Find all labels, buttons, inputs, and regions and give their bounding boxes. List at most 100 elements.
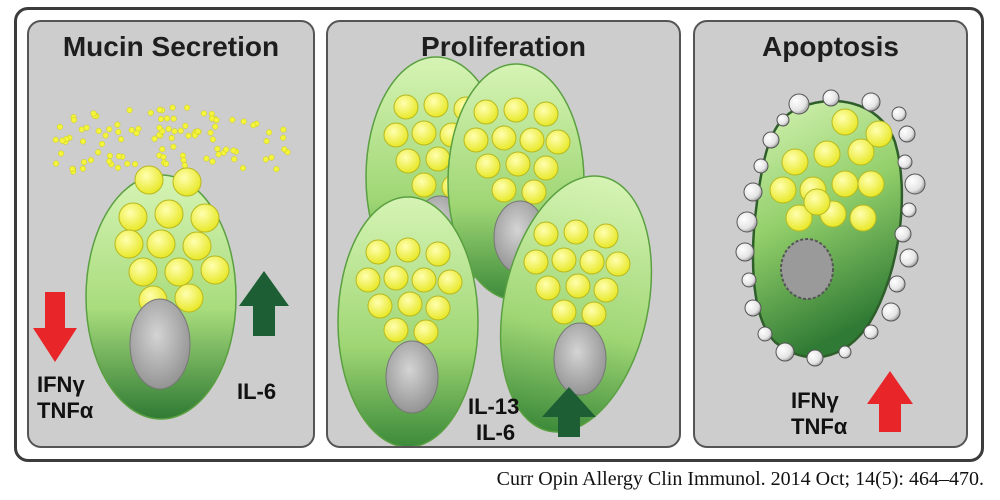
mucin-dot	[203, 155, 210, 162]
granules	[769, 108, 893, 232]
mucin-dot	[223, 146, 230, 153]
proliferating-cells-illustration	[337, 56, 653, 446]
green-up-arrow-icon	[542, 387, 596, 437]
membrane-bleb	[736, 211, 758, 233]
mucin-dot	[194, 128, 201, 135]
membrane-bleb	[904, 173, 926, 195]
mucin-dot	[200, 110, 207, 117]
mucin-dot	[266, 129, 273, 136]
mucin-dot	[160, 153, 167, 161]
granule	[365, 239, 391, 265]
granule	[781, 148, 809, 176]
mucin-dot	[118, 136, 125, 143]
mucin-granule	[114, 229, 144, 259]
granule	[769, 176, 797, 204]
granule	[551, 247, 577, 273]
granule	[395, 148, 421, 174]
mucin-dot	[87, 157, 94, 164]
membrane-blebs	[735, 89, 926, 367]
mucin-dot	[268, 154, 275, 161]
mucin-dot	[132, 161, 139, 168]
mucin-granule	[118, 202, 148, 232]
mucin-dot	[79, 138, 87, 145]
mucin-dot	[56, 123, 63, 130]
mucin-granules	[114, 165, 230, 315]
mucin-dot	[273, 166, 280, 173]
granule	[563, 219, 589, 245]
mucin-dot	[209, 158, 216, 165]
mucin-dot	[185, 132, 192, 139]
granule	[579, 249, 605, 275]
granule	[521, 179, 547, 205]
granule	[473, 99, 499, 125]
mucin-dot	[59, 137, 66, 144]
membrane-bleb	[894, 225, 912, 243]
mucin-dot	[165, 125, 172, 132]
green-up-arrow-icon	[239, 271, 289, 336]
mucin-dot	[126, 107, 133, 114]
granule	[865, 120, 893, 148]
granule	[523, 249, 549, 275]
mucin-granule	[146, 229, 176, 259]
mucin-dot	[163, 115, 171, 122]
membrane-bleb	[897, 154, 913, 170]
granule	[491, 125, 517, 151]
mucin-dot	[169, 104, 176, 111]
label-il-6: IL-6	[476, 420, 516, 445]
mucin-dot	[69, 165, 76, 172]
granule	[383, 122, 409, 148]
granule	[491, 177, 517, 203]
mucin-dot	[102, 132, 109, 139]
mucin-dot	[280, 126, 287, 133]
granule	[533, 155, 559, 181]
granule	[463, 127, 489, 153]
granule	[395, 237, 421, 263]
mucin-dot	[114, 164, 122, 171]
mucin-dot	[151, 135, 158, 142]
label-tnf-alpha: TNFα	[37, 398, 94, 423]
granule	[593, 223, 619, 249]
granule	[355, 267, 381, 293]
granule	[785, 204, 813, 232]
granule	[411, 172, 437, 198]
membrane-bleb	[822, 89, 840, 107]
mucin-dot	[229, 116, 236, 123]
red-down-arrow-icon	[33, 292, 77, 362]
granule	[813, 140, 841, 168]
mucin-dot	[83, 124, 90, 131]
mucin-dot	[156, 124, 163, 131]
mucin-dot	[215, 151, 222, 158]
mucin-dot	[124, 160, 131, 167]
mucin-dot	[70, 116, 77, 124]
granule	[593, 277, 619, 303]
mucin-dot	[170, 143, 177, 150]
panel-title: Mucin Secretion	[62, 31, 280, 62]
red-up-arrow-icon	[867, 371, 913, 432]
label-il-13: IL-13	[468, 394, 520, 419]
cell-nucleus	[553, 322, 607, 396]
mucin-granule	[190, 203, 220, 233]
panel-mucin-secretion: Mucin Secretion IFNγ TNFα IL-6	[27, 20, 315, 448]
membrane-bleb	[757, 326, 773, 342]
mucin-dot	[180, 157, 187, 164]
mucin-dot	[171, 128, 178, 135]
granule	[581, 301, 607, 327]
mucin-dot	[230, 147, 237, 154]
granule	[393, 94, 419, 120]
mucin-dot	[95, 127, 102, 135]
mucin-dot	[106, 152, 113, 159]
granule	[831, 108, 859, 136]
membrane-bleb	[753, 158, 769, 174]
mucin-dot	[207, 129, 214, 136]
granule	[535, 275, 561, 301]
mucin-dot	[212, 123, 219, 130]
mucin-dot	[114, 121, 121, 128]
granule	[411, 120, 437, 146]
mucin-dot	[106, 126, 113, 133]
cell-nucleus	[780, 238, 834, 300]
granule	[425, 146, 451, 172]
granule	[383, 317, 409, 343]
mucin-granule	[154, 199, 184, 229]
panel-title: Proliferation	[421, 31, 586, 62]
membrane-bleb	[901, 202, 917, 218]
